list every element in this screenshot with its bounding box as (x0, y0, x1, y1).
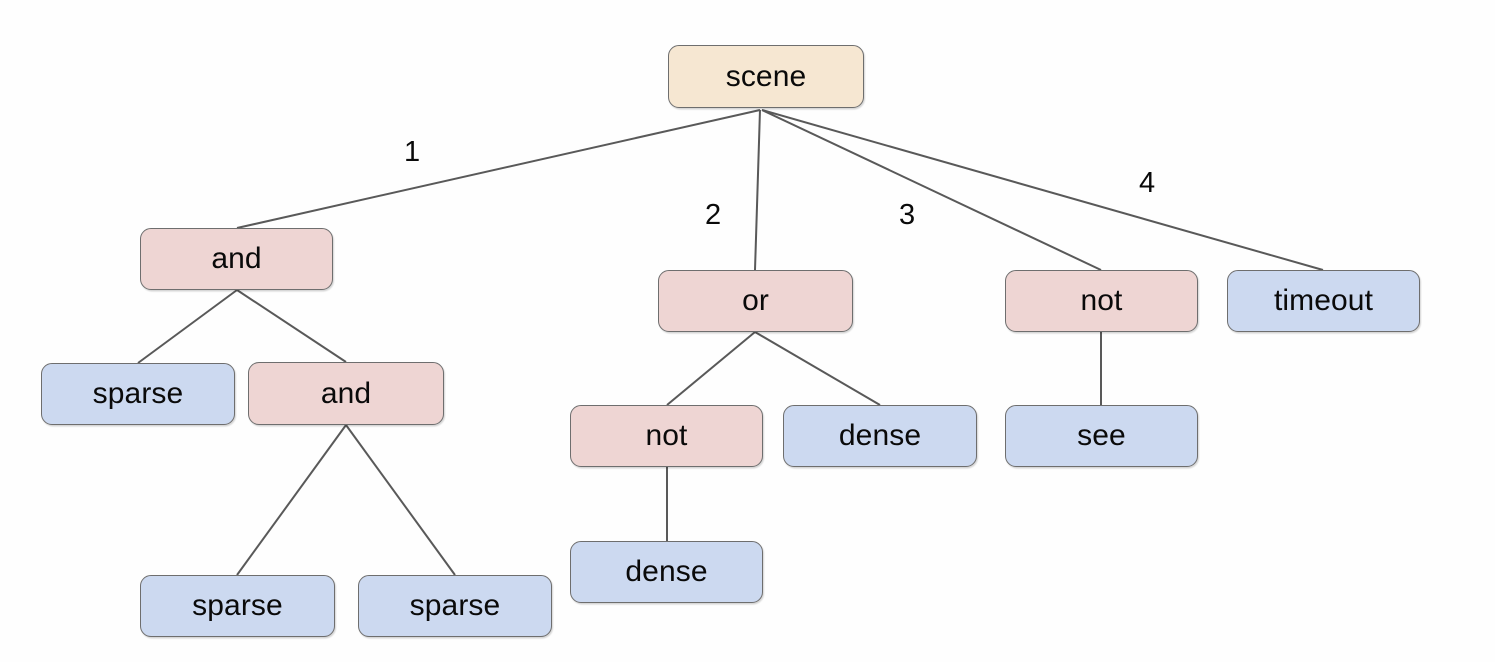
tree-node-dense1[interactable]: dense (783, 405, 977, 467)
tree-node-label: see (1077, 419, 1126, 452)
tree-node-sparse1[interactable]: sparse (41, 363, 235, 425)
edge-order-label-1: 1 (404, 136, 421, 168)
tree-node-scene[interactable]: scene (668, 45, 864, 108)
tree-node-not2[interactable]: not (570, 405, 763, 467)
tree-edge-and2-to-sparse3 (345, 424, 456, 576)
tree-node-label: scene (725, 59, 807, 93)
tree-node-sparse2[interactable]: sparse (140, 575, 335, 637)
tree-node-dense2[interactable]: dense (570, 541, 763, 603)
tree-node-sparse3[interactable]: sparse (358, 575, 552, 637)
tree-edge-or1-to-dense1 (754, 331, 881, 406)
tree-node-timeout1[interactable]: timeout (1227, 270, 1420, 332)
tree-edge-and1-to-sparse1 (137, 289, 238, 364)
tree-edge-scene-to-timeout1 (761, 109, 1324, 271)
tree-node-and1[interactable]: and (140, 228, 333, 290)
tree-node-label: dense (625, 555, 708, 588)
tree-node-label: and (211, 242, 262, 275)
edge-order-label-2: 2 (705, 199, 722, 231)
tree-edge-scene-to-and1 (236, 109, 761, 229)
tree-node-label: dense (838, 419, 922, 452)
tree-node-label: timeout (1273, 284, 1374, 317)
tree-node-label: sparse (409, 589, 501, 622)
tree-node-or1[interactable]: or (658, 270, 853, 332)
tree-edge-and1-to-and2 (236, 289, 347, 363)
tree-edge-scene-to-or1 (754, 109, 761, 271)
tree-node-label: sparse (192, 589, 283, 622)
tree-node-see1[interactable]: see (1005, 405, 1198, 467)
tree-node-label: sparse (92, 377, 184, 410)
tree-edge-and2-to-sparse2 (236, 424, 347, 576)
tree-node-label: or (742, 284, 769, 317)
tree-edge-scene-to-not1 (761, 109, 1102, 271)
edge-order-label-4: 4 (1139, 167, 1156, 199)
tree-node-not1[interactable]: not (1005, 270, 1198, 332)
tree-node-label: and (320, 376, 372, 410)
tree-node-label: not (645, 419, 688, 452)
tree-edge-or1-to-not2 (666, 331, 756, 406)
edge-order-label-3: 3 (899, 199, 916, 231)
tree-node-and2[interactable]: and (248, 362, 444, 425)
tree-node-label: not (1080, 284, 1123, 317)
